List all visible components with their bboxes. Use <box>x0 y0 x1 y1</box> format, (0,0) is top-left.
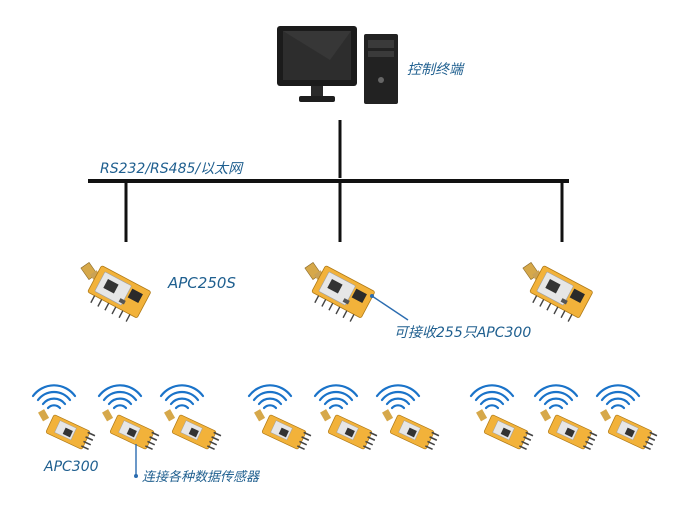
wifi-signal-icon <box>31 384 77 410</box>
radio-module-icon <box>304 261 376 326</box>
radio-module-icon <box>475 408 535 453</box>
wifi-signal-icon <box>313 384 359 410</box>
sensor-module-label: APC300 <box>44 459 99 475</box>
radio-module-icon <box>381 408 441 453</box>
sensor-group-center <box>247 384 441 453</box>
wifi-signal-icon <box>375 384 421 410</box>
wifi-signal-icon <box>595 384 641 410</box>
sensor-group-right <box>469 384 659 453</box>
radio-module-icon <box>101 408 161 453</box>
wifi-signal-icon <box>159 384 205 410</box>
radio-module-icon <box>539 408 599 453</box>
bus-label: RS232/RS485/以太网 <box>100 161 243 177</box>
master-module-label: APC250S <box>168 274 236 292</box>
wifi-signal-icon <box>97 384 143 410</box>
radio-module-icon <box>253 408 313 453</box>
radio-module-icon <box>319 408 379 453</box>
radio-module-icon <box>80 261 152 326</box>
radio-module-icon <box>37 408 97 453</box>
control-terminal-label: 控制终端 <box>407 62 463 78</box>
sensor-group-left <box>31 384 223 453</box>
radio-module-icon <box>599 408 659 453</box>
sensor-connect-label: 连接各种数据传感器 <box>142 470 260 485</box>
computer-icon <box>277 26 398 104</box>
receive-capacity-label: 可接收255只APC300 <box>394 325 532 341</box>
radio-module-icon <box>163 408 223 453</box>
receive-leader-line <box>371 295 409 321</box>
radio-module-icon <box>522 261 594 326</box>
wifi-signal-icon <box>469 384 515 410</box>
wifi-signal-icon <box>247 384 293 410</box>
wifi-signal-icon <box>533 384 579 410</box>
